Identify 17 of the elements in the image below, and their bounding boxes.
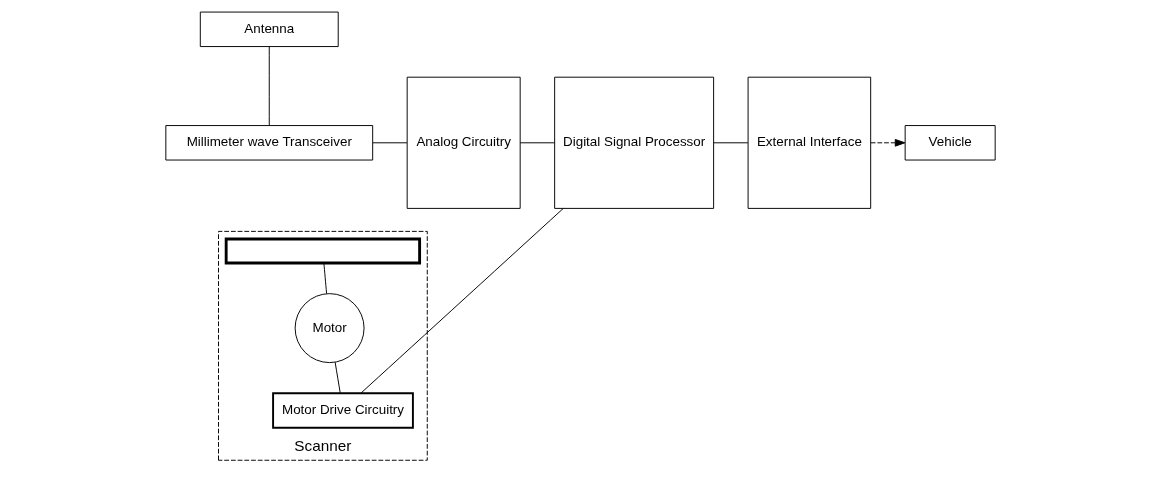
node-box: Motor Drive Circuitry (271, 392, 414, 429)
connector (712, 142, 748, 144)
node-box: Millimeter wave Transceiver (164, 125, 373, 161)
node-box: Digital Signal Processor (553, 76, 714, 209)
node-bracket (224, 237, 421, 265)
arrow (869, 138, 905, 147)
node-circle: Motor (294, 293, 365, 364)
connector (519, 142, 555, 144)
connector (371, 142, 407, 144)
node-box: Vehicle (904, 125, 996, 161)
connector (359, 207, 564, 394)
node-box: External Interface (747, 76, 871, 209)
connector (334, 361, 341, 394)
node-box: Analog Circuitry (406, 76, 521, 209)
connector (268, 46, 270, 126)
connector (322, 262, 327, 294)
node-box: Antenna (199, 11, 339, 48)
